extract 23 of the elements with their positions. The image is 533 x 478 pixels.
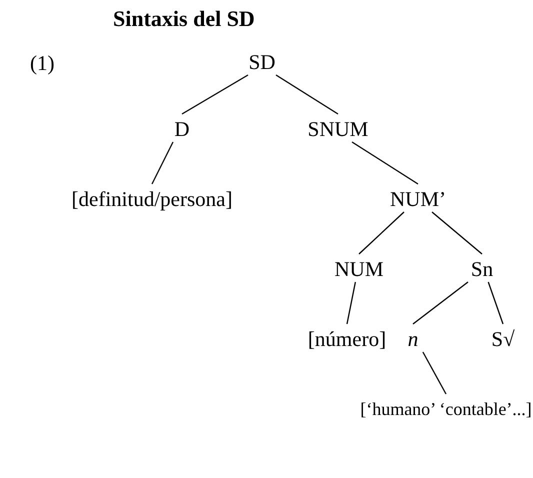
- diagram-title: Sintaxis del SD: [113, 6, 255, 32]
- tree-branch-line: [488, 282, 504, 324]
- tree-branch-line: [151, 142, 174, 184]
- tree-branch-line: [432, 212, 482, 254]
- tree-node-label: NUM: [334, 257, 384, 281]
- tree-branch-line: [182, 74, 248, 115]
- tree-branch-line: [412, 282, 468, 324]
- tree-node-label: [‘humano’ ‘contable’...]: [360, 397, 532, 421]
- tree-node-label: [número]: [308, 327, 386, 351]
- tree-branch-line: [358, 212, 404, 254]
- tree-branch-line: [352, 142, 418, 184]
- tree-branch-line: [276, 74, 338, 114]
- tree-node-label: SNUM: [308, 117, 368, 141]
- tree-node-label: n: [408, 327, 418, 351]
- tree-branch-line: [422, 352, 447, 394]
- tree-node-label: S√: [491, 327, 515, 351]
- example-number: (1): [30, 50, 54, 76]
- tree-node-label: SD: [248, 50, 276, 74]
- tree-node-label: D: [174, 117, 190, 141]
- tree-branch-line: [346, 282, 356, 324]
- tree-node-label: NUM’: [390, 187, 446, 211]
- tree-node-label: Sn: [470, 257, 494, 281]
- tree-node-label: [definitud/persona]: [72, 187, 232, 211]
